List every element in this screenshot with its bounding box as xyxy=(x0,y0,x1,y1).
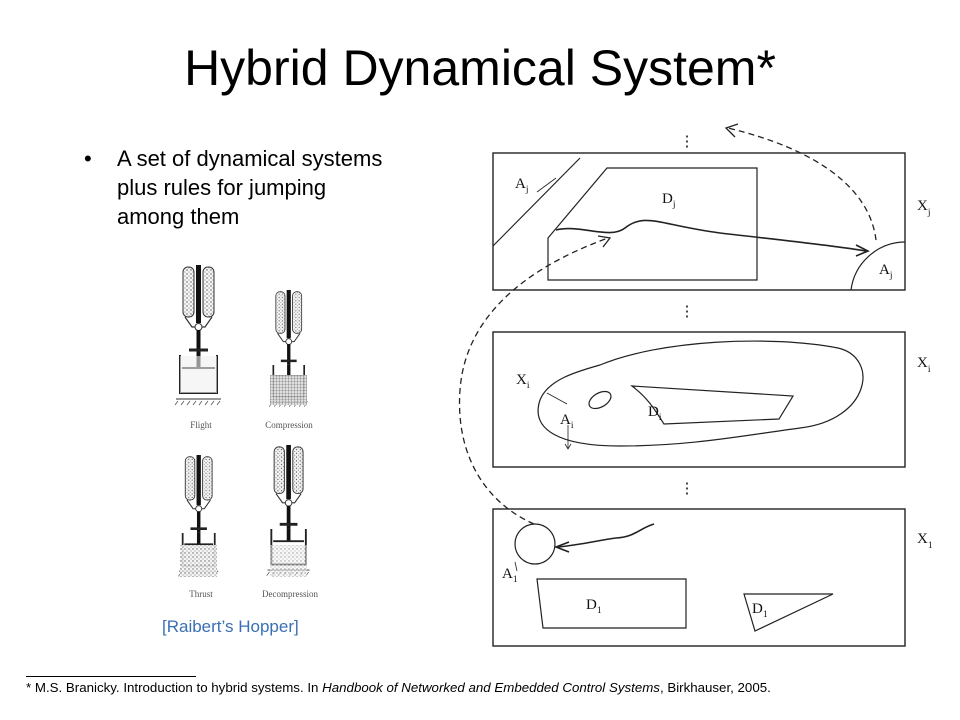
state-label-j: Xj xyxy=(917,198,930,218)
panel-1 xyxy=(492,508,906,647)
ellipsis-bottom: ⋮ xyxy=(680,481,695,497)
hopper-flight: Flight xyxy=(173,265,223,430)
hopper-caption: [Raibert’s Hopper] xyxy=(162,617,299,636)
label-D-i: Di xyxy=(648,404,662,423)
footnote-rest: , Birkhauser, 2005. xyxy=(659,680,771,695)
hopper-label-decompression: Decompression xyxy=(262,589,318,599)
label-A-j-right: Aj xyxy=(879,262,892,281)
footnote-title: Introduction to hybrid systems. In xyxy=(123,680,319,695)
state-label-1: X1 xyxy=(917,531,933,551)
hopper-label-thrust: Thrust xyxy=(189,589,213,599)
ellipsis-top: ⋮ xyxy=(680,134,695,150)
ellipsis-middle: ⋮ xyxy=(680,304,695,320)
bullet-marker: • xyxy=(84,146,92,171)
state-label-i: Xi xyxy=(917,355,931,375)
footnote-authors: M.S. Branicky. xyxy=(34,680,120,695)
label-D-1-right: D1 xyxy=(752,601,768,620)
hopper-figure: Flight Compression Thrust Decompression xyxy=(173,265,318,599)
label-A-1: A1 xyxy=(502,566,518,585)
slide-title: Hybrid Dynamical System* xyxy=(184,40,776,96)
footnote: * M.S. Branicky. Introduction to hybrid … xyxy=(26,680,771,695)
hopper-decompression: Decompression xyxy=(262,445,318,599)
hopper-compression: Compression xyxy=(265,290,313,430)
bullet-text: A set of dynamical systems plus rules fo… xyxy=(117,146,383,229)
hopper-label-compression: Compression xyxy=(265,420,313,430)
footnote-venue: Handbook of Networked and Embedded Contr… xyxy=(322,680,660,695)
hybrid-diagram: ⋮ Aj Dj Aj Xj ⋮ xyxy=(458,123,933,647)
label-X-i: Xi xyxy=(516,372,530,391)
label-D-j: Dj xyxy=(662,191,675,210)
footnote-marker: * xyxy=(26,680,32,695)
label-A-j-upper: Aj xyxy=(515,176,528,195)
jump-arc-left xyxy=(458,237,609,525)
hopper-label-flight: Flight xyxy=(190,420,212,430)
footnote-divider xyxy=(26,676,196,677)
hopper-thrust: Thrust xyxy=(176,455,220,599)
jump-arc-right xyxy=(727,127,877,241)
panel-i xyxy=(492,331,906,468)
label-A-i: Ai xyxy=(560,412,574,431)
label-D-1-left: D1 xyxy=(586,597,602,616)
panel-j xyxy=(492,152,906,291)
